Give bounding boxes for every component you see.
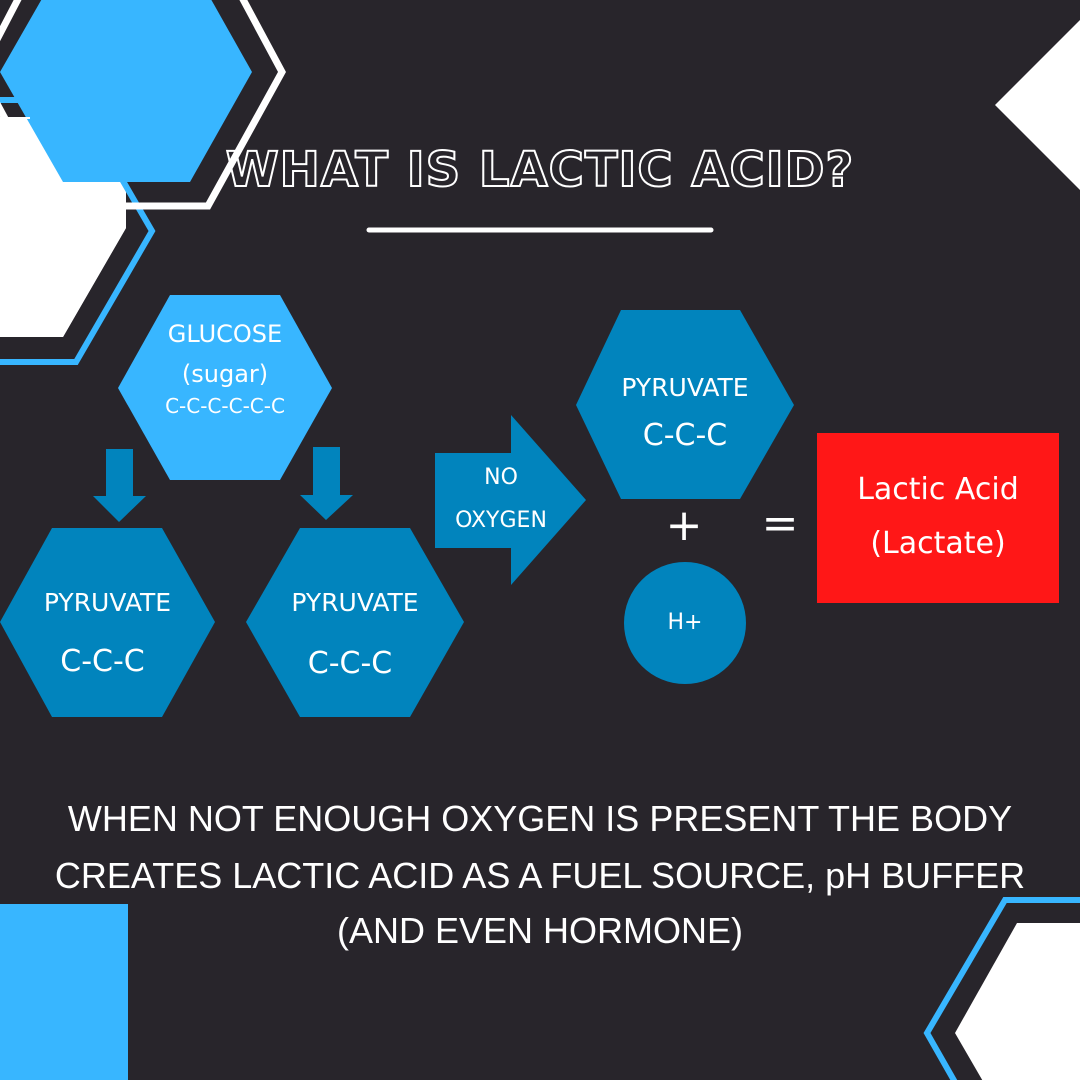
pyruvate-left-formula: C-C-C [60, 644, 145, 679]
pyruvate-hexagon-middle [246, 528, 464, 717]
pyruvate-right-formula: C-C-C [642, 418, 728, 453]
lactate-label: (Lactate) [870, 526, 1006, 561]
plus-sign: + [665, 500, 703, 551]
equals-sign: = [761, 498, 799, 549]
pyruvate-hexagon-right [576, 310, 794, 499]
pyruvate-left-label: PYRUVATE [43, 588, 172, 617]
hydrogen-ion-label: H+ [667, 610, 703, 635]
glucose-hexagon [118, 295, 332, 480]
caption-line-1: WHEN NOT ENOUGH OXYGEN IS PRESENT THE BO… [67, 798, 1013, 839]
no-oxygen-arrow [435, 415, 586, 585]
glucose-label: GLUCOSE [167, 320, 283, 348]
pyruvate-middle-label: PYRUVATE [291, 588, 419, 617]
glucose-note: (sugar) [181, 360, 269, 388]
decor-blue-hex-top [0, 0, 252, 182]
pyruvate-hexagon-left [0, 528, 215, 717]
arrow-down-left [93, 449, 146, 522]
no-oxygen-line2: OXYGEN [455, 508, 547, 533]
decor-blue-outline-hex-left [0, 97, 156, 365]
decor-white-outline-hex-top [0, 0, 286, 210]
page-title: WHAT IS LACTIC ACID? [225, 141, 855, 199]
decor-white-hex-bottom-right [955, 923, 1080, 1080]
decor-blue-rect-bottom-left [0, 904, 128, 1080]
decor-white-triangle-top-right [995, 20, 1080, 190]
glucose-formula: C-C-C-C-C-C [165, 394, 285, 418]
decor-blue-outline-hex-bottom-right [923, 897, 1080, 1080]
caption-line-3: (AND EVEN HORMONE) [336, 910, 744, 951]
pyruvate-middle-formula: C-C-C [307, 646, 393, 681]
pyruvate-right-label: PYRUVATE [621, 373, 749, 402]
no-oxygen-line1: NO [484, 465, 518, 490]
lactic-acid-box [817, 433, 1059, 603]
caption-line-2: CREATES LACTIC ACID AS A FUEL SOURCE, pH… [54, 855, 1026, 896]
hydrogen-ion-circle [624, 562, 746, 684]
arrow-down-right [300, 447, 353, 520]
lactic-acid-label: Lactic Acid [857, 472, 1019, 507]
